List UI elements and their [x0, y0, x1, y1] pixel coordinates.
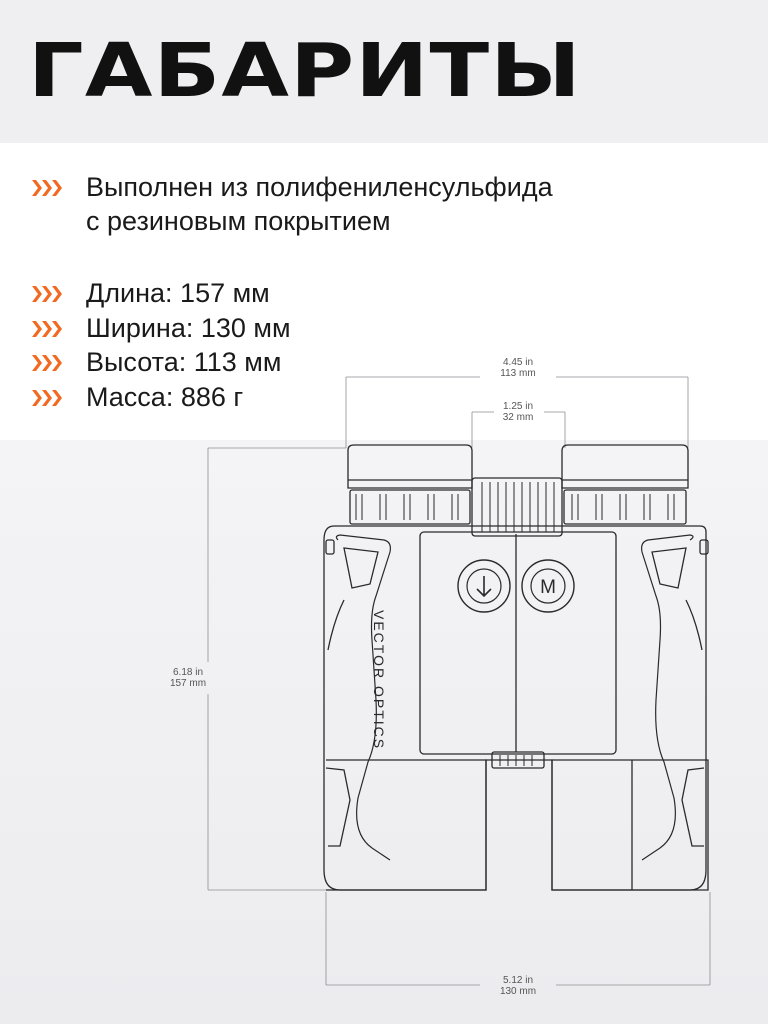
features-panel [0, 143, 768, 440]
feature-text: Выполнен из полифениленсульфида с резино… [86, 172, 553, 236]
page-title: ГАБАРИТЫ [28, 28, 582, 114]
arrow-down-icon [476, 576, 492, 598]
button-mode: M [521, 559, 575, 613]
dimension-metric: 32 mm [502, 412, 534, 423]
dimension-length-label: 6.18 in 157 mm [148, 667, 228, 689]
feature-width: Ширина: 130 мм [30, 311, 291, 345]
feature-text: Ширина: 130 мм [86, 313, 291, 343]
dimension-imperial: 1.25 in [502, 401, 534, 412]
ribbing [355, 482, 675, 766]
dimension-imperial: 5.12 in [502, 975, 534, 986]
feature-text: Длина: 157 мм [86, 278, 270, 308]
dimension-metric: 157 mm [169, 678, 207, 689]
triple-chevron-icon [32, 321, 62, 337]
mode-button-label: M [540, 577, 556, 598]
feature-material: Выполнен из полифениленсульфида с резино… [30, 170, 553, 238]
triple-chevron-icon [32, 390, 62, 406]
feature-text: Высота: 113 мм [86, 347, 282, 377]
feature-length: Длина: 157 мм [30, 276, 270, 310]
dimension-height-label: 4.45 in 113 mm [478, 357, 558, 379]
title-band: ГАБАРИТЫ [0, 0, 768, 143]
feature-height: Высота: 113 мм [30, 345, 281, 379]
drawing-panel [0, 440, 768, 1024]
binocular-outline [323, 444, 709, 891]
feature-weight: Масса: 886 г [30, 380, 243, 414]
triple-chevron-icon [32, 355, 62, 371]
dimension-imperial: 4.45 in [502, 357, 534, 368]
dimension-lines [207, 376, 711, 986]
button-down [457, 559, 511, 613]
dimension-eyepiece-label: 1.25 in 32 mm [478, 401, 558, 423]
feature-text: Масса: 886 г [86, 382, 244, 412]
dimension-metric: 130 mm [499, 986, 537, 997]
dimension-width-label: 5.12 in 130 mm [478, 975, 558, 997]
dimension-imperial: 6.18 in [172, 667, 204, 678]
brand-logo-text: VECTOR OPTICS [371, 610, 387, 750]
dimension-metric: 113 mm [500, 368, 536, 379]
triple-chevron-icon [32, 286, 62, 302]
triple-chevron-icon [32, 180, 62, 196]
